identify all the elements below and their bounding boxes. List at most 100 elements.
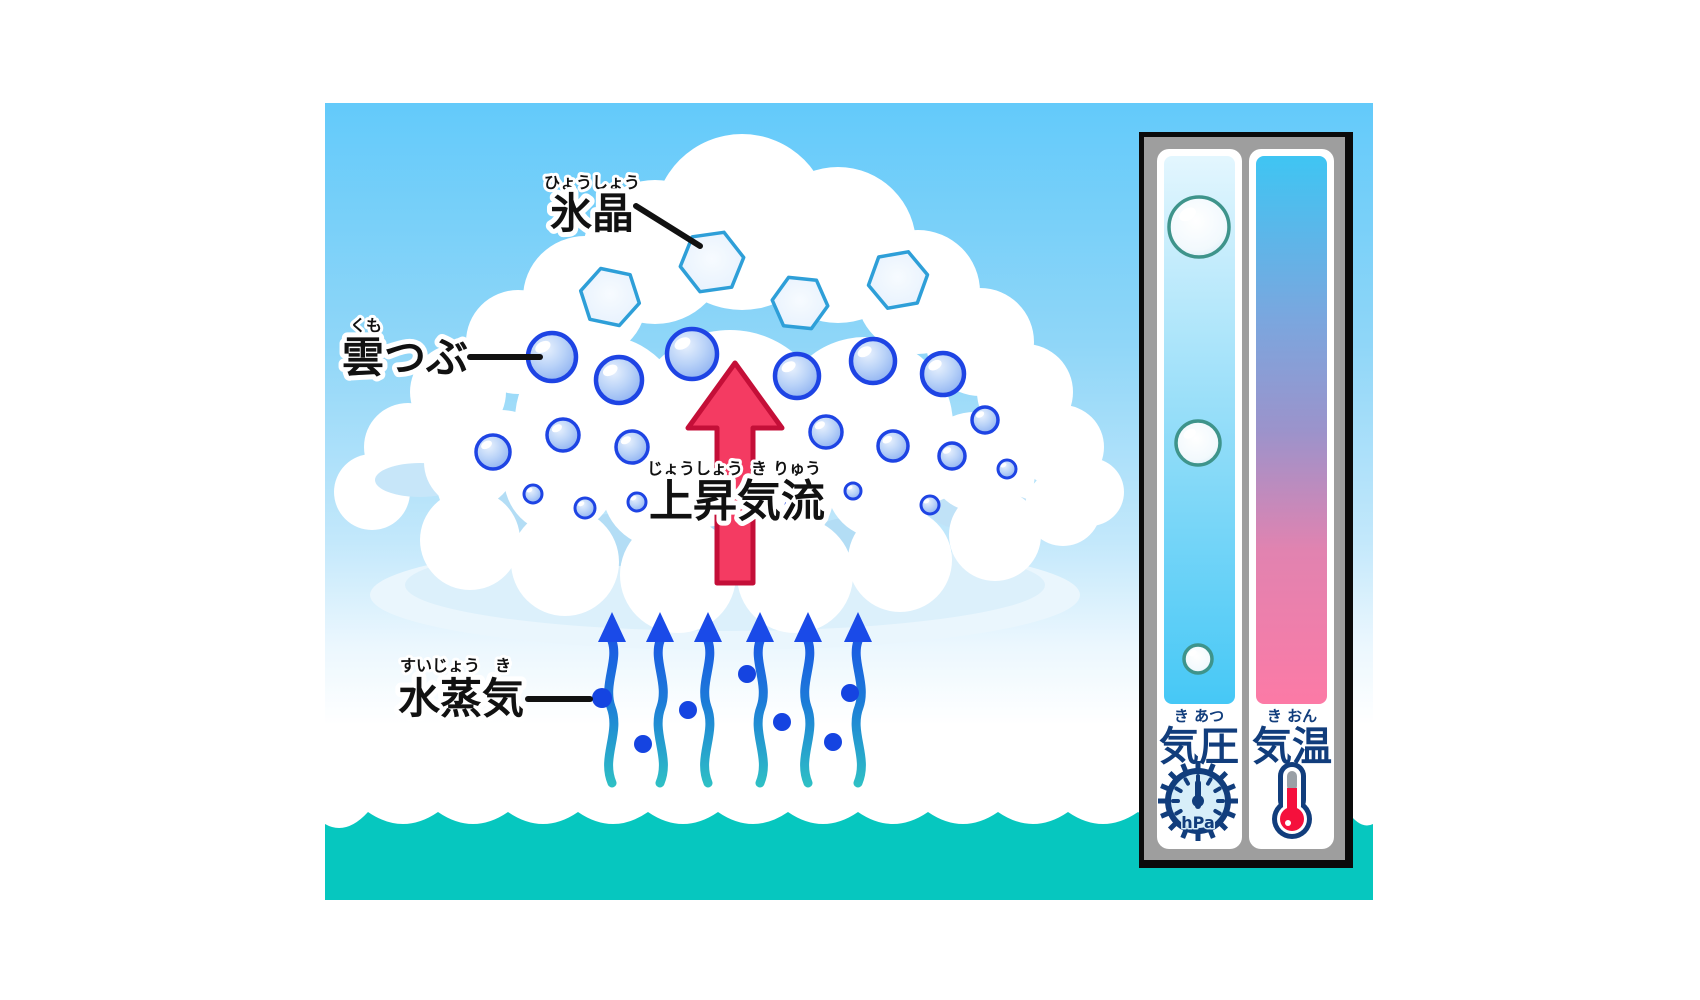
cloud-droplet	[772, 351, 822, 401]
cloud-droplet	[876, 429, 910, 463]
updraft-furigana-3: りゅう	[773, 459, 821, 478]
droplet-highlight	[620, 436, 631, 445]
ice-crystal-hexagon	[866, 250, 930, 310]
water-vapor-furigana-2: き	[495, 656, 511, 675]
vapor-dot	[738, 665, 756, 683]
cloud-puff	[737, 517, 853, 633]
vapor-arrowhead	[746, 612, 774, 642]
bubble-highlight	[1179, 207, 1196, 222]
droplet-highlight	[551, 424, 562, 433]
updraft-label: 上昇気流	[649, 476, 825, 527]
ice-crystals	[578, 230, 930, 331]
cloud-droplet-furigana: くも	[350, 316, 382, 335]
droplet-highlight	[630, 495, 637, 501]
cloud-droplets	[474, 326, 1018, 520]
thermometer-bulb	[1280, 807, 1304, 831]
vapor-arrowhead	[694, 612, 722, 642]
vapor-arrowhead	[844, 612, 872, 642]
cloud-droplet	[919, 494, 941, 516]
ice-crystal-leader-line	[633, 203, 703, 249]
pressure-bubble	[1174, 419, 1222, 467]
ice-crystal-hexagon	[578, 266, 642, 328]
droplet-highlight	[923, 498, 930, 504]
vapor-arrow-stem	[653, 636, 668, 788]
cloud-droplet	[996, 458, 1018, 480]
droplet-highlight	[526, 487, 533, 493]
gauge-panel: き あつ 気圧 hPa き おん 気温	[1139, 132, 1353, 868]
vapor-dot	[841, 684, 859, 702]
vapor-arrow-stem	[604, 636, 619, 788]
updraft-furigana-1: じょうしょう	[647, 459, 743, 478]
vapor-arrow-stem	[851, 636, 866, 788]
cloud-droplet	[848, 336, 898, 386]
updraft-furigana-2: き	[751, 459, 767, 478]
droplet-highlight	[847, 485, 853, 490]
droplet-highlight	[788, 499, 795, 505]
pressure-column: き あつ 気圧 hPa	[1157, 149, 1242, 849]
cloud-droplet	[522, 483, 544, 505]
thermometer-icon	[1272, 762, 1312, 839]
cloud-droplet	[970, 405, 1000, 435]
gauge-tick	[1213, 786, 1222, 793]
ice-crystal-furigana: ひょうしょう	[544, 173, 640, 192]
ice-crystal-hexagon	[770, 275, 830, 331]
droplet-highlight	[1000, 462, 1007, 468]
droplet-highlight	[928, 359, 942, 371]
vapor-dot	[773, 713, 791, 731]
pressure-gauge-icon: hPa	[1158, 761, 1238, 841]
pressure-bubble	[1182, 643, 1214, 675]
gauge-tick	[1174, 809, 1183, 816]
water-vapor-arrows	[592, 612, 872, 788]
cloud-puff	[928, 412, 1028, 512]
thermometer-mercury	[1287, 788, 1297, 814]
gauge-hub	[1192, 795, 1204, 807]
updraft-arrow	[685, 360, 785, 586]
vapor-arrow-stem	[800, 636, 815, 788]
ice-crystal-label: 氷晶	[550, 189, 634, 238]
bubble-highlight	[1183, 428, 1196, 439]
vapor-arrowhead	[794, 612, 822, 642]
droplet-highlight	[882, 435, 893, 444]
vapor-arrow-stem	[753, 636, 768, 788]
cloud-droplet	[593, 354, 645, 406]
droplet-highlight	[535, 340, 551, 353]
cloud-droplet	[545, 417, 581, 453]
droplet-highlight	[674, 337, 691, 350]
droplet-highlight	[814, 421, 825, 430]
gauge-tick	[1174, 786, 1183, 793]
ice-crystal-hexagon	[678, 230, 746, 294]
droplet-highlight	[481, 440, 492, 450]
gauge-tick	[1183, 777, 1190, 786]
cloud-droplet	[573, 496, 597, 520]
cloud-puff	[420, 490, 520, 590]
water-vapor-furigana-1: すいじょう	[400, 656, 480, 675]
ocean-water	[325, 812, 1373, 900]
droplet-highlight	[942, 447, 952, 454]
cloud-droplet-label: 雲つぶ	[342, 333, 468, 382]
vapor-dot	[679, 701, 697, 719]
thermometer-empty-segment	[1287, 771, 1297, 791]
cloud-puff	[1025, 470, 1101, 546]
droplet-highlight	[975, 411, 985, 418]
droplet-highlight	[781, 361, 796, 373]
cloud-droplet	[614, 429, 650, 465]
cloud-droplet	[843, 481, 863, 501]
vapor-dot	[634, 735, 652, 753]
temperature-column: き おん 気温	[1249, 149, 1334, 849]
droplet-highlight	[857, 346, 872, 358]
vapor-dot	[824, 733, 842, 751]
vapor-arrow-stem	[700, 636, 715, 788]
bubble-highlight	[1188, 649, 1197, 657]
pressure-bubbles	[1167, 195, 1231, 675]
vapor-arrowhead	[598, 612, 626, 642]
pressure-furigana: き あつ	[1174, 707, 1224, 725]
cloud-droplet	[919, 350, 967, 398]
gauge-tick	[1206, 777, 1213, 786]
vapor-arrowhead	[646, 612, 674, 642]
cloud-puff	[848, 508, 952, 612]
cloud-droplet	[626, 491, 648, 513]
cloud-droplet	[937, 441, 967, 471]
water-vapor-label: 水蒸気	[398, 674, 524, 723]
